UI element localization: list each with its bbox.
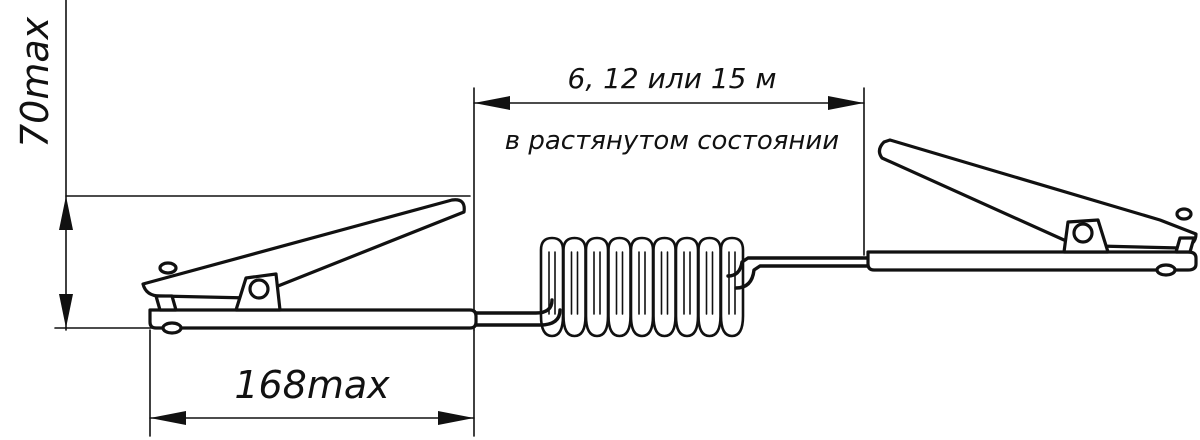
coil-turn: [652, 236, 677, 338]
coil-turn-inner: [638, 251, 646, 315]
height-label: 70max: [13, 16, 57, 148]
right-clamp-lower-jaw: [866, 250, 1198, 272]
height-dimension: 70max: [13, 0, 471, 331]
coil-turn-inner: [615, 251, 624, 315]
cable-length-dimension: 6, 12 или 15 м в растянутом состоянии: [473, 62, 865, 331]
coil-turn: [607, 236, 632, 338]
cable-lead-right: [726, 256, 870, 290]
coil-turn-inner: [570, 251, 579, 315]
right-clamp-upper-lever: [877, 138, 1198, 250]
left-clamp-lower-jaw: [148, 308, 478, 330]
right-clamp-hinge-pin: [1072, 222, 1094, 244]
right-clamp-tip-pad: [1155, 263, 1177, 277]
cable-arrow-right: [828, 96, 864, 110]
coil-turn-inner: [593, 251, 601, 315]
coil-turn: [584, 236, 610, 338]
right-clamp: [866, 138, 1198, 277]
length-label: 168max: [234, 363, 390, 407]
coil-turn: [562, 236, 587, 338]
left-clamp: [141, 198, 478, 335]
coil-turn-inner: [548, 251, 556, 315]
length-dimension: 168max: [149, 329, 475, 437]
length-arrow-right: [438, 411, 474, 425]
left-clamp-jaw-tooth: [154, 294, 178, 312]
coil-turn: [629, 236, 655, 338]
length-arrow-left: [150, 411, 186, 425]
coiled-cable: [474, 236, 870, 338]
coil-turn: [697, 236, 722, 338]
coil-turn: [719, 236, 745, 338]
cable-length-label: 6, 12 или 15 м: [568, 62, 777, 95]
coil-turn-inner: [683, 251, 691, 315]
height-arrow-bottom: [59, 294, 73, 328]
coil-turn: [674, 236, 700, 338]
coil-turn-inner: [705, 251, 714, 315]
left-clamp-knob: [158, 261, 178, 275]
height-arrow-top: [59, 196, 73, 230]
cable-arrow-left: [474, 96, 510, 110]
cable-state-label: в растянутом состоянии: [505, 126, 839, 156]
right-clamp-jaw-tooth: [1174, 236, 1196, 254]
cable-coil: [539, 236, 745, 338]
cable-lead-left: [474, 298, 562, 327]
right-clamp-knob: [1175, 207, 1193, 221]
coil-turn-inner: [660, 251, 669, 315]
left-clamp-hinge-pin: [248, 278, 270, 300]
left-clamp-tip-pad: [161, 321, 183, 335]
coil-turn-inner: [728, 251, 736, 315]
left-clamp-upper-lever: [141, 198, 466, 300]
